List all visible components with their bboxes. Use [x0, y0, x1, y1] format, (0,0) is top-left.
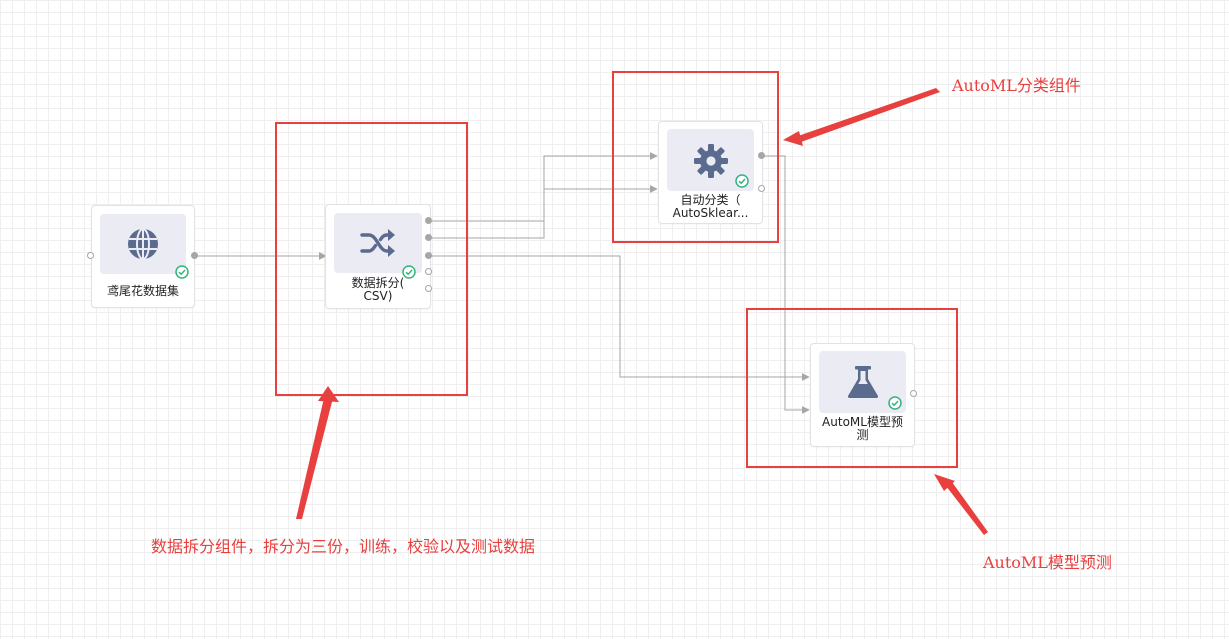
success-check-icon — [888, 396, 902, 410]
output-port-model[interactable] — [758, 152, 765, 159]
annotation-text-split: 数据拆分组件，拆分为三份，训练，校验以及测试数据 — [151, 537, 536, 556]
annotation-arrowhead-predict — [934, 474, 955, 491]
success-check-icon — [175, 265, 189, 279]
node-auto-classifier[interactable]: 自动分类（ AutoSklear... — [658, 121, 763, 224]
node-label: 数据拆分( CSV) — [351, 276, 405, 303]
node-label: 鸢尾花数据集 — [106, 284, 179, 298]
gear-icon — [694, 144, 728, 178]
input-port[interactable] — [87, 252, 94, 259]
annotation-arrow-split — [296, 398, 333, 519]
node-data-split[interactable]: 数据拆分( CSV) — [325, 204, 431, 309]
node-label: AutoML模型预 测 — [822, 415, 903, 442]
highlight-box-split — [275, 122, 468, 396]
edge-split-valid-to-classifier[interactable] — [429, 185, 658, 239]
node-automl-predict[interactable]: AutoML模型预 测 — [810, 343, 915, 447]
node-icon-box — [100, 214, 189, 279]
shuffle-icon — [360, 229, 395, 257]
annotation-text-classifier: AutoML分类组件 — [952, 76, 1081, 95]
output-port-train[interactable] — [425, 217, 432, 224]
node-icon-box — [334, 213, 422, 279]
success-check-icon — [735, 174, 749, 188]
output-port[interactable] — [191, 252, 198, 259]
node-icon-box — [667, 129, 754, 191]
output-port-test[interactable] — [425, 252, 432, 259]
flask-icon — [847, 366, 879, 398]
highlight-box-classifier — [612, 71, 779, 243]
edge-split-test-to-predict[interactable] — [429, 255, 810, 381]
output-port-empty[interactable] — [910, 390, 917, 397]
annotation-arrowhead-split — [318, 386, 339, 402]
output-port-empty[interactable] — [425, 285, 432, 292]
globe-icon — [128, 228, 158, 260]
output-port-empty[interactable] — [425, 268, 432, 275]
annotation-arrowhead-classifier — [783, 131, 803, 146]
success-check-icon — [402, 265, 416, 279]
output-port-valid[interactable] — [425, 234, 432, 241]
annotation-arrow-classifier — [798, 88, 940, 142]
edge-classifier-to-predict[interactable] — [762, 155, 810, 414]
output-port-empty[interactable] — [758, 185, 765, 192]
annotation-text-predict: AutoML模型预测 — [983, 553, 1112, 572]
node-iris-dataset[interactable]: 鸢尾花数据集 — [91, 205, 195, 308]
node-icon-box — [819, 351, 906, 413]
node-label: 自动分类（ AutoSklear... — [672, 193, 749, 220]
annotation-arrow-predict — [946, 482, 988, 535]
highlight-box-predict — [746, 308, 958, 468]
